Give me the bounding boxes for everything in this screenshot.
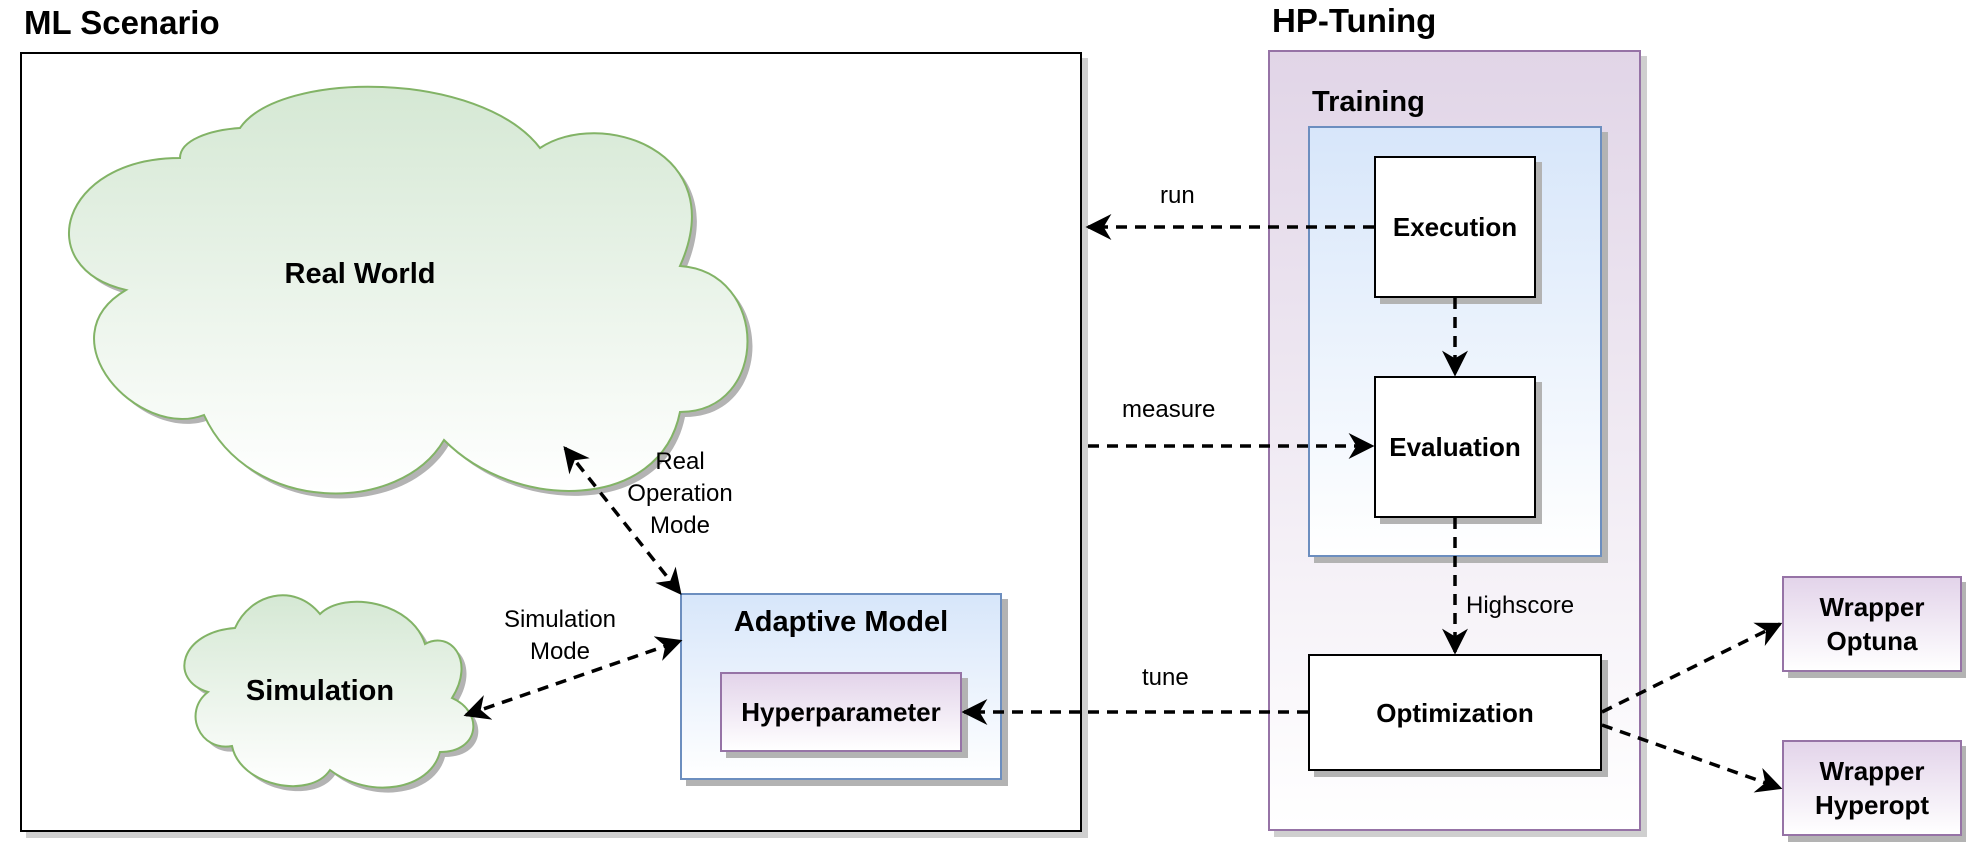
execution-box[interactable]: Execution bbox=[1374, 156, 1536, 298]
hyperopt-arrow bbox=[1601, 723, 1783, 793]
wrapper-hyperopt-box[interactable]: Wrapper Hyperopt bbox=[1782, 740, 1962, 836]
real-operation-mode-line2: Operation bbox=[627, 480, 733, 507]
simulation-label: Simulation bbox=[245, 675, 395, 707]
simulation-mode-line2: Mode bbox=[529, 638, 591, 665]
execution-label: Execution bbox=[1392, 212, 1518, 242]
evaluation-label: Evaluation bbox=[1389, 432, 1521, 462]
simulation-mode-line1: Simulation bbox=[503, 606, 617, 633]
optimization-box[interactable]: Optimization bbox=[1308, 654, 1602, 771]
real-operation-mode-line1: Real bbox=[655, 448, 705, 475]
real-operation-mode-line3: Mode bbox=[649, 512, 711, 539]
highscore-label: Highscore bbox=[1466, 592, 1575, 619]
measure-label: measure bbox=[1122, 396, 1216, 423]
adaptive-model-title: Adaptive Model bbox=[733, 606, 949, 638]
wrapper-optuna-line2: Optuna bbox=[1826, 626, 1918, 656]
wrapper-hyperopt-line1: Wrapper bbox=[1819, 756, 1925, 786]
simulation-mode-label: Simulation Mode bbox=[485, 604, 635, 668]
simulation-cloud bbox=[183, 594, 475, 789]
wrapper-optuna-box[interactable]: Wrapper Optuna bbox=[1782, 576, 1962, 672]
training-title: Training bbox=[1312, 86, 1425, 118]
optimization-label: Optimization bbox=[1376, 697, 1534, 728]
hp-tuning-title: HP-Tuning bbox=[1272, 2, 1437, 39]
evaluation-box[interactable]: Evaluation bbox=[1374, 376, 1536, 518]
tune-label: tune bbox=[1142, 664, 1189, 691]
wrapper-optuna-line1: Wrapper bbox=[1819, 592, 1925, 622]
real-operation-mode-arrow bbox=[563, 445, 682, 596]
real-operation-mode-label: Real Operation Mode bbox=[600, 446, 760, 542]
run-label: run bbox=[1160, 182, 1195, 209]
hyperparameter-box[interactable]: Hyperparameter bbox=[720, 672, 962, 752]
optuna-arrow bbox=[1601, 622, 1783, 714]
ml-scenario-title: ML Scenario bbox=[24, 4, 220, 41]
wrapper-hyperopt-line2: Hyperopt bbox=[1814, 790, 1930, 820]
real-world-label: Real World bbox=[284, 258, 436, 290]
hyperparameter-label: Hyperparameter bbox=[741, 697, 941, 727]
